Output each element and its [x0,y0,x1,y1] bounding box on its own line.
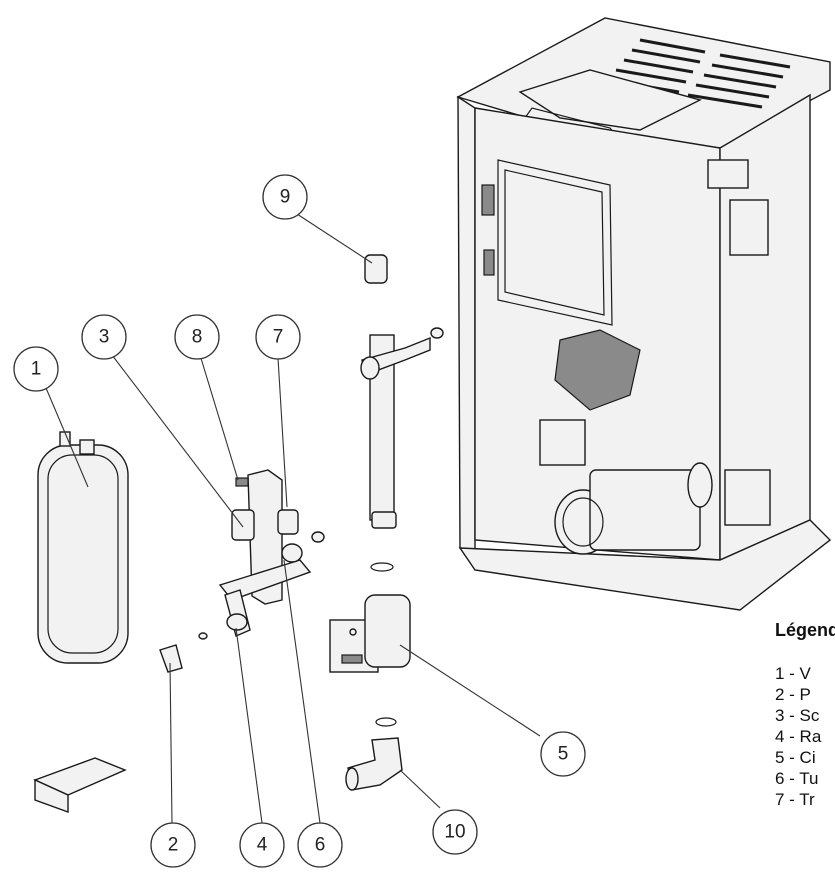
callout-8: 8 [174,314,220,360]
part-10-elbow [345,737,403,791]
legend-item-4: 4 - Ra [775,727,822,746]
legend-item-1: 1 - V [775,664,811,683]
callout-5: 5 [540,731,586,777]
svg-text:4: 4 [257,835,268,856]
svg-text:8: 8 [192,327,203,348]
callout-10: 10 [432,809,478,855]
callout-2: 2 [150,822,196,868]
callout-4: 4 [239,822,285,868]
legend-item-2: 2 - P [775,685,811,704]
svg-text:10: 10 [444,822,465,843]
legend-item-3: 3 - Sc [775,706,820,725]
leader-lines [45,213,541,824]
svg-text:9: 9 [280,187,291,208]
part-2-valve [159,632,208,673]
legend-item-7: 7 - Tr [775,790,815,809]
callout-3: 3 [81,314,127,360]
part-5-circulator-pump [329,594,411,727]
callout-6: 6 [297,822,343,868]
vertical-pipe [360,327,444,572]
callout-1: 1 [13,346,59,392]
legend-title: Légende [775,620,835,640]
svg-text:5: 5 [558,744,569,765]
svg-text:2: 2 [168,835,179,856]
legend: Légende 1 - V 2 - P 3 - Sc 4 - Ra 5 - Ci… [775,620,835,810]
svg-text:1: 1 [31,359,42,380]
part-9-valve [364,254,388,284]
svg-text:7: 7 [273,327,284,348]
callout-9: 9 [262,174,308,220]
top-vent-grille [607,38,791,109]
callout-7: 7 [255,314,301,360]
hydraulic-manifold [218,469,325,637]
svg-text:3: 3 [99,327,110,348]
mounting-bracket [33,757,127,813]
legend-item-6: 6 - Tu [775,769,819,788]
part-1-expansion-vessel [37,431,129,664]
svg-text:6: 6 [315,835,326,856]
legend-item-5: 5 - Ci [775,748,816,767]
stove-body [456,17,832,611]
